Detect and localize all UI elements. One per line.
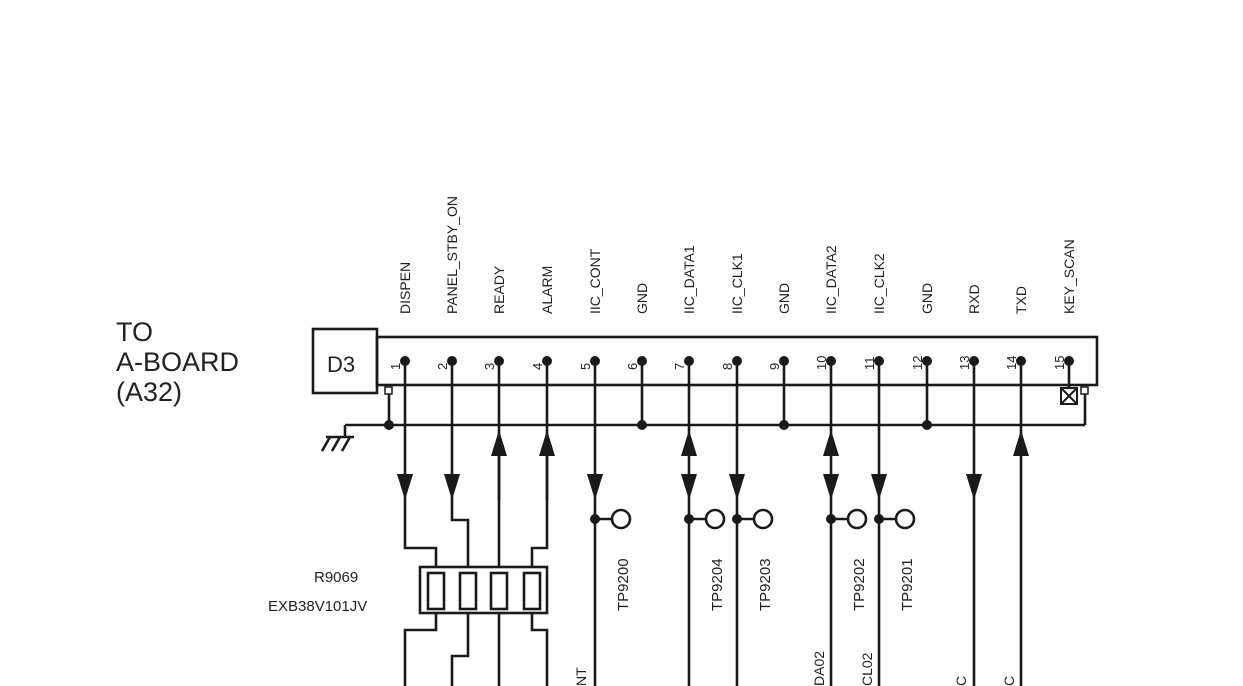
pin-number: 5 xyxy=(578,363,593,370)
signal-label: PANEL_STBY_ON xyxy=(444,196,460,314)
arrow-up-icon xyxy=(491,430,507,456)
test-point-label: TP9200 xyxy=(615,558,632,611)
pin-13: RXD 13 xyxy=(957,284,982,686)
resistor-ref: R9069 xyxy=(314,569,358,586)
signal-label: READY xyxy=(491,265,507,314)
pin-12: GND 12 xyxy=(910,283,935,430)
arrow-up-icon xyxy=(681,430,697,456)
destination-line2: A-BOARD xyxy=(116,347,239,377)
pin-number: 15 xyxy=(1052,356,1067,370)
signal-label: IIC_CLK1 xyxy=(729,253,745,314)
pin-1: DISPEN 1 xyxy=(388,262,413,500)
pin-number: 6 xyxy=(625,363,640,370)
pin-number: 8 xyxy=(720,363,735,370)
arrow-up-icon xyxy=(1013,430,1029,456)
signal-label: IIC_CLK2 xyxy=(871,253,887,314)
junction xyxy=(637,420,647,430)
pin-number: 2 xyxy=(435,363,450,370)
test-point-label: TP9203 xyxy=(757,558,774,611)
cut-off-label: NT xyxy=(573,667,589,686)
test-point-label: TP9202 xyxy=(851,558,868,611)
arrow-up-icon xyxy=(823,430,839,456)
pin-3: READY 3 xyxy=(482,265,507,500)
connector-ref: D3 xyxy=(327,352,355,377)
pin-number: 7 xyxy=(672,363,687,370)
arrow-down-icon xyxy=(444,474,460,500)
cut-off-label: C xyxy=(953,676,969,686)
test-point-label: TP9204 xyxy=(709,558,726,611)
cut-off-label: C xyxy=(1001,676,1017,686)
shield-tab xyxy=(1080,386,1089,395)
signal-label: KEY_SCAN xyxy=(1061,239,1077,314)
arrow-down-icon xyxy=(397,474,413,500)
signal-label: IIC_DATA1 xyxy=(681,245,697,314)
destination-line1: TO xyxy=(116,317,153,347)
test-point-label: TP9201 xyxy=(899,558,916,611)
arrow-down-icon xyxy=(729,474,745,500)
pin-number: 11 xyxy=(862,357,877,371)
pin-15: KEY_SCAN 15 xyxy=(1052,239,1078,405)
test-point-icon xyxy=(894,508,916,530)
pin-number: 4 xyxy=(530,363,545,370)
pin-number: 9 xyxy=(767,363,782,370)
pin-number: 13 xyxy=(957,356,972,370)
arrow-down-icon xyxy=(966,474,982,500)
signal-label: TXD xyxy=(1013,286,1029,314)
arrow-down-icon xyxy=(587,474,603,500)
pin-9: GND 9 xyxy=(767,283,792,430)
test-point-icon xyxy=(846,508,868,530)
pin-4: ALARM 4 xyxy=(530,266,555,500)
junction xyxy=(922,420,932,430)
cut-off-label: DA02 xyxy=(811,651,827,686)
resistor-network xyxy=(403,440,549,686)
cut-off-label: CL02 xyxy=(859,652,875,686)
test-point-icon xyxy=(752,508,774,530)
signal-label: RXD xyxy=(966,284,982,314)
arrow-down-icon xyxy=(681,474,697,500)
pin-6: GND 6 xyxy=(625,283,650,430)
chassis-ground-icon xyxy=(320,425,354,452)
test-point-icon xyxy=(610,508,632,530)
arrow-up-icon xyxy=(539,430,555,456)
pin-14: TXD 14 xyxy=(1004,286,1029,686)
pin-number: 12 xyxy=(910,356,925,370)
arrow-down-icon xyxy=(871,474,887,500)
signal-label: GND xyxy=(634,283,650,314)
no-connect-icon xyxy=(1060,387,1078,405)
pin-number: 1 xyxy=(388,363,403,370)
test-point-icon xyxy=(704,508,726,530)
signal-label: ALARM xyxy=(539,266,555,314)
signal-label: IIC_CONT xyxy=(587,248,603,314)
junction xyxy=(779,420,789,430)
signal-label: IIC_DATA2 xyxy=(823,245,839,314)
signal-label: GND xyxy=(919,283,935,314)
signal-label: DISPEN xyxy=(397,262,413,314)
pin-number: 10 xyxy=(814,356,829,370)
pin-2: PANEL_STBY_ON 2 xyxy=(435,196,460,500)
shield-tab xyxy=(384,386,393,395)
destination-line3: (A32) xyxy=(116,377,182,407)
pin-number: 3 xyxy=(482,363,497,370)
junction xyxy=(384,420,394,430)
resistor-part: EXB38V101JV xyxy=(268,598,367,615)
arrow-down-icon xyxy=(823,474,839,500)
pin-number: 14 xyxy=(1004,356,1019,370)
ground-bus xyxy=(345,393,1087,427)
signal-label: GND xyxy=(776,283,792,314)
